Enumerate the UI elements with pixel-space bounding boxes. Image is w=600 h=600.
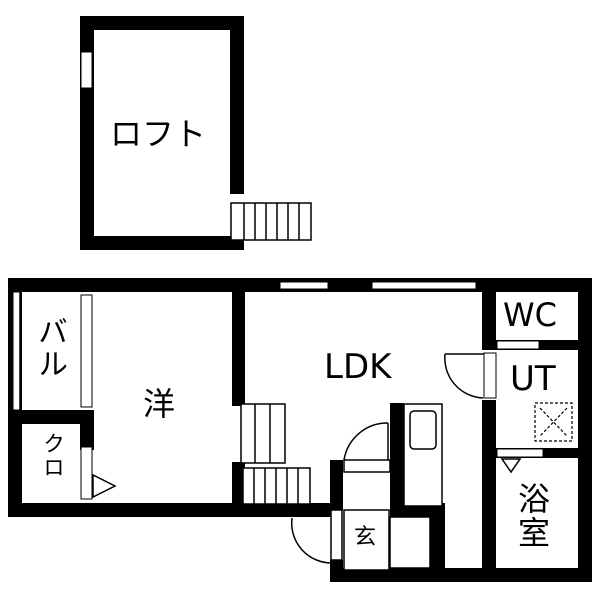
door-swings — [290, 353, 484, 564]
closet-marker — [92, 473, 117, 499]
windows — [12, 281, 544, 500]
loft-window — [80, 51, 93, 89]
loft-ladder — [230, 202, 312, 241]
ldk-label: LDK — [324, 347, 392, 387]
utility-label: UT — [510, 359, 556, 399]
bath-door-marker — [500, 458, 522, 474]
entrance-area — [330, 459, 431, 571]
western-room-label: 洋 — [143, 385, 176, 423]
entrance-label: 玄 — [354, 525, 377, 550]
balcony-label: バル — [32, 316, 67, 380]
kitchen-counter — [403, 403, 443, 507]
stairs — [240, 403, 311, 505]
washer-space — [534, 402, 573, 442]
closet-label: クロ — [39, 432, 64, 480]
wc-label: WC — [503, 296, 557, 334]
bathroom-label: 浴室 — [513, 482, 551, 550]
loft-label: ロフト — [110, 115, 207, 153]
